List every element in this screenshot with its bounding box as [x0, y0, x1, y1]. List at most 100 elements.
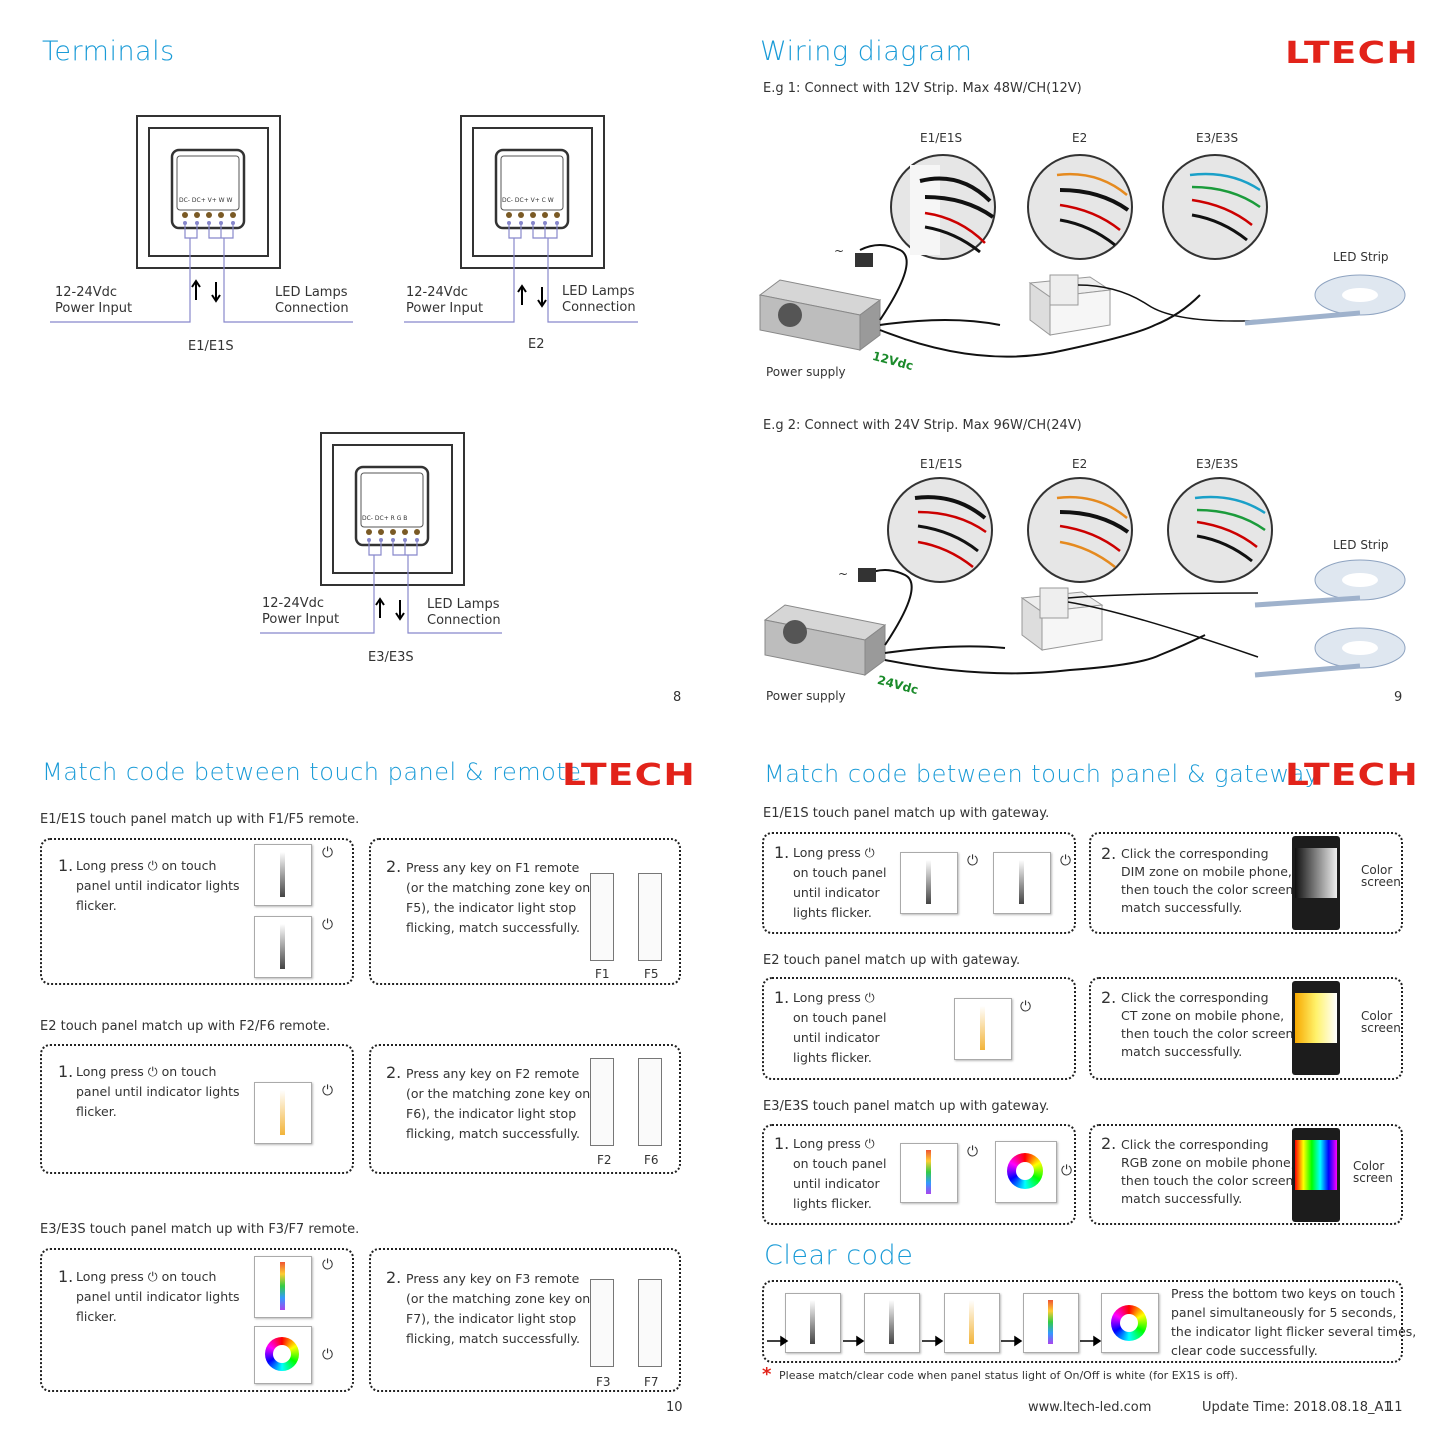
- ac-symbol: ~: [838, 567, 849, 581]
- clear-arrows: [767, 1335, 1102, 1347]
- rgb-slider: [926, 1150, 931, 1194]
- clear-code-text: Press the bottom two keys on touch panel…: [1171, 1286, 1417, 1358]
- wiring-diagram-1: [758, 154, 1406, 358]
- terminal-diagram-e3: [260, 432, 502, 634]
- remote-step1-box: [40, 1044, 354, 1174]
- remote-f5: [638, 873, 662, 961]
- gateway-step2-text: Click the corresponding DIM zone on mobi…: [1121, 846, 1298, 915]
- ex2-strip-label: LED Strip: [1333, 538, 1389, 552]
- remote-f7: [638, 1279, 662, 1367]
- ac-symbol: ~: [834, 244, 845, 258]
- example1-caption: E.g 1: Connect with 12V Strip. Max 48W/C…: [763, 81, 1082, 96]
- terminal-pins: DC- DC+ V+ C W: [502, 197, 554, 204]
- zoom-e2: [1027, 154, 1133, 260]
- remote-step2-text: Press any key on F3 remote (or the match…: [406, 1271, 591, 1346]
- gateway-step1-text: Long press ⏻ on touch panel until indica…: [793, 845, 887, 920]
- zoom-e1: [887, 477, 993, 583]
- update-time: Update Time: 2018.08.18_A1: [1202, 1400, 1392, 1415]
- remote-title: Match code between touch panel & remote: [42, 758, 582, 786]
- dim-slider: [1019, 860, 1024, 904]
- power-icon: ⏻: [967, 1144, 979, 1160]
- remote-label: F7: [644, 1375, 659, 1389]
- power-icon: ⏻: [967, 853, 979, 869]
- gateway-step1-num: 1.: [774, 843, 790, 862]
- dim-slider: [926, 860, 931, 904]
- ex2-label-e2: E2: [1072, 457, 1088, 471]
- gateway-step2-num: 2.: [1101, 1134, 1117, 1153]
- zoom-e2: [1027, 477, 1133, 583]
- led-connection-label: LED Lamps Connection: [562, 284, 636, 315]
- phone-color-area: [1295, 1140, 1337, 1190]
- zoom-e3: [1162, 154, 1268, 260]
- remote-step1-text: Long press ⏻ on touch panel until indica…: [76, 858, 240, 913]
- remote-f6: [638, 1058, 662, 1146]
- page-number: 10: [666, 1400, 683, 1415]
- color-wheel-center: [273, 1345, 291, 1363]
- dim-slider: [810, 1300, 815, 1344]
- terminal-pins: DC- DC+ R G B: [362, 515, 408, 522]
- zoom-e3: [1167, 477, 1273, 583]
- ltech-logo: LTECH: [562, 758, 697, 793]
- zoom-e1: [890, 154, 996, 260]
- remote-label: F3: [596, 1375, 611, 1389]
- power-icon: ⏻: [322, 1083, 334, 1099]
- color-wheel-center: [1016, 1162, 1034, 1180]
- touch-panel-1: [1028, 274, 1112, 336]
- ct-slider: [280, 1090, 285, 1135]
- ex1-strip-label: LED Strip: [1333, 250, 1389, 264]
- power-input-label: 12-24Vdc Power Input: [262, 596, 340, 627]
- color-wheel-center: [1120, 1314, 1138, 1332]
- gateway-step1-box: [762, 977, 1076, 1080]
- power-icon: ⏻: [1060, 853, 1072, 869]
- remote-step2-box: [369, 1044, 681, 1174]
- terminal-pins: DC- DC+ V+ W W: [179, 197, 233, 204]
- remote-step2-num: 2.: [386, 1268, 402, 1287]
- psu-1: [758, 279, 882, 351]
- dim-slider: [280, 924, 285, 969]
- unit-name: E2: [528, 337, 545, 352]
- gateway-title: Match code between touch panel & gateway: [764, 760, 1320, 788]
- led-strip-2b: [1254, 627, 1406, 678]
- ltech-logo: LTECH: [1285, 36, 1420, 71]
- wiring-diagram-2: [763, 477, 1406, 678]
- phone-dim-screen: [1292, 836, 1340, 930]
- power-input-label: 12-24Vdc Power Input: [55, 285, 133, 316]
- gateway-step1-text: Long press ⏻ on touch panel until indica…: [793, 990, 887, 1065]
- ltech-logo: LTECH: [1285, 758, 1420, 793]
- psu-2: [763, 604, 887, 676]
- remote-step2-text: Press any key on F1 remote (or the match…: [406, 860, 591, 935]
- remote-step1-text: Long press ⏻ on touch panel until indica…: [76, 1269, 240, 1324]
- rgb-slider: [280, 1262, 285, 1310]
- remote-step2-box: [369, 1248, 681, 1392]
- page-number: 8: [673, 690, 682, 705]
- example2-caption: E.g 2: Connect with 24V Strip. Max 96W/C…: [763, 418, 1082, 433]
- led-strip-2a: [1254, 559, 1406, 608]
- power-icon: ⏻: [322, 1347, 334, 1363]
- unit-name: E1/E1S: [188, 339, 234, 354]
- touch-panel-2: [1020, 587, 1104, 651]
- website[interactable]: www.ltech-led.com: [1028, 1400, 1152, 1415]
- terminals-title: Terminals: [42, 36, 175, 67]
- ex1-label-e1: E1/E1S: [920, 131, 963, 145]
- remote-label: F2: [597, 1153, 612, 1167]
- unit-name: E3/E3S: [368, 650, 414, 665]
- phone-rgb-screen: [1292, 1128, 1340, 1222]
- power-icon: ⏻: [1061, 1163, 1073, 1179]
- led-connection-label: LED Lamps Connection: [275, 285, 349, 316]
- clear-code-note: Please match/clear code when panel statu…: [779, 1369, 1239, 1382]
- power-input-label: 12-24Vdc Power Input: [406, 285, 484, 316]
- power-icon: ⏻: [322, 917, 334, 933]
- gateway-step1-box: [762, 1124, 1076, 1225]
- ex1-label-e2: E2: [1072, 131, 1088, 145]
- clear-code-box: [762, 1280, 1403, 1363]
- led-strip-1: [1244, 274, 1406, 326]
- phone-color-area: [1295, 848, 1337, 898]
- remote-step2-num: 2.: [386, 857, 402, 876]
- phone-color-area: [1295, 993, 1337, 1043]
- remote-step1-box: [40, 838, 354, 985]
- gateway-step1-text: Long press ⏻ on touch panel until indica…: [793, 1136, 887, 1211]
- phone-ct-screen: [1292, 981, 1340, 1075]
- gateway-step2-num: 2.: [1101, 988, 1117, 1007]
- remote-step1-box: [40, 1248, 354, 1392]
- gateway-step2-num: 2.: [1101, 844, 1117, 863]
